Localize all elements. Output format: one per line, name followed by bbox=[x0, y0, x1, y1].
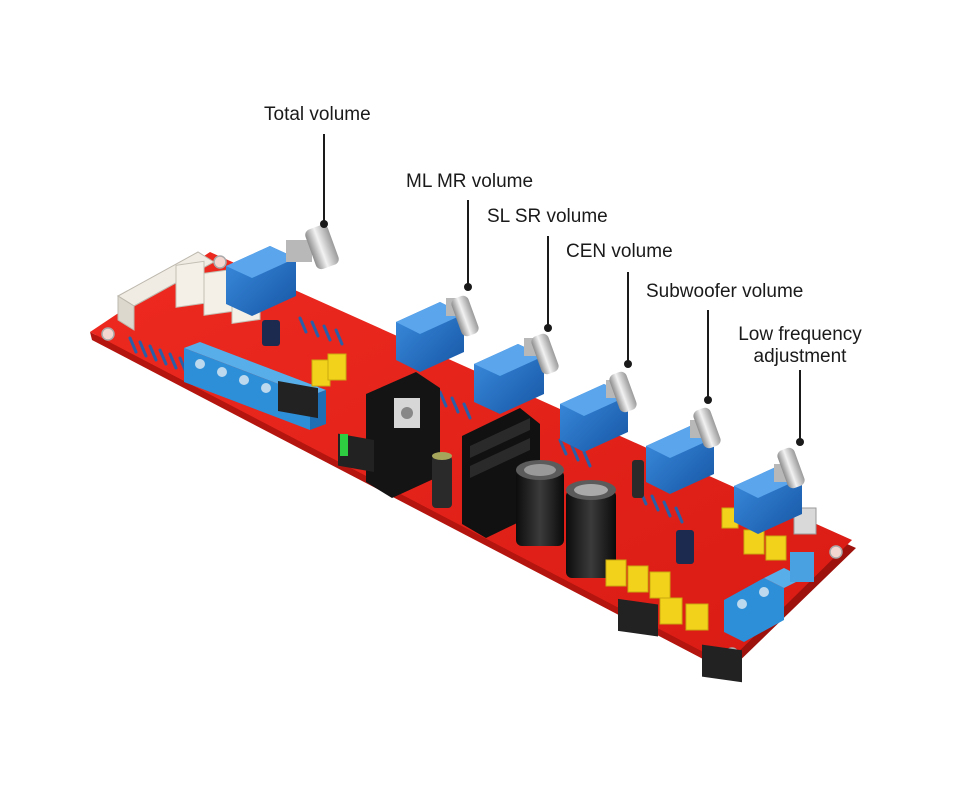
label-low-frequency-line1: Low frequency bbox=[738, 324, 862, 345]
resistor-array bbox=[128, 316, 684, 524]
small-components bbox=[262, 320, 742, 683]
label-total-volume: Total volume bbox=[264, 104, 371, 125]
label-cen-volume: CEN volume bbox=[566, 241, 673, 262]
pot-ml-mr-volume bbox=[396, 295, 479, 372]
filter-capacitor-1 bbox=[516, 460, 564, 546]
label-subwoofer-volume: Subwoofer volume bbox=[646, 281, 804, 302]
pot-total-volume bbox=[226, 224, 339, 316]
filter-capacitor-2 bbox=[566, 480, 616, 578]
label-sl-sr-volume: SL SR volume bbox=[487, 206, 608, 227]
pot-subwoofer-volume bbox=[646, 407, 721, 494]
film-capacitors bbox=[311, 353, 787, 631]
callout-dots bbox=[320, 220, 804, 446]
pot-sl-sr-volume bbox=[474, 333, 559, 414]
pot-cen-volume bbox=[560, 371, 637, 452]
output-terminal-block bbox=[724, 507, 817, 642]
callout-lines bbox=[323, 134, 801, 440]
pot-low-frequency-adjustment bbox=[734, 447, 805, 534]
heatsink-left bbox=[366, 372, 440, 498]
label-ml-mr-volume: ML MR volume bbox=[406, 171, 534, 192]
label-low-frequency-line2: adjustment bbox=[753, 346, 847, 367]
label-low-frequency-adjustment: Low frequency adjustment bbox=[720, 324, 880, 368]
